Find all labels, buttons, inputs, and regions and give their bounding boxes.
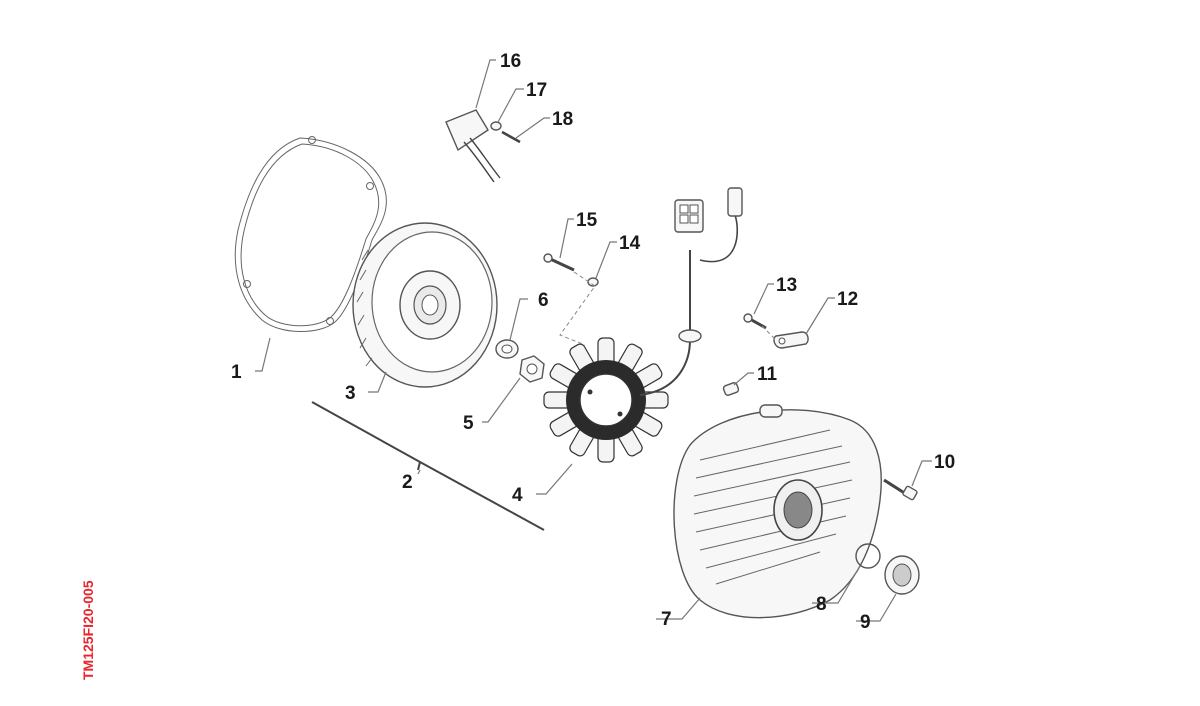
callout-8: 8 bbox=[816, 594, 827, 615]
part-plug bbox=[884, 555, 920, 595]
part-o-ring bbox=[855, 543, 881, 569]
callout-14: 14 bbox=[619, 233, 641, 254]
callout-2: 2 bbox=[402, 472, 413, 493]
part-screw-15 bbox=[543, 253, 575, 272]
part-washer-17 bbox=[490, 121, 502, 131]
part-screw-13 bbox=[743, 313, 767, 330]
part-pickup bbox=[445, 109, 501, 183]
callout-10: 10 bbox=[934, 452, 955, 473]
part-washer-14 bbox=[587, 277, 599, 287]
callout-13: 13 bbox=[776, 275, 797, 296]
part-screw-18 bbox=[501, 130, 521, 144]
callout-16: 16 bbox=[500, 51, 521, 72]
callout-6: 6 bbox=[538, 290, 549, 311]
callout-5: 5 bbox=[463, 413, 474, 434]
callout-9: 9 bbox=[860, 612, 871, 633]
part-screw-10 bbox=[883, 478, 918, 501]
part-dowel bbox=[722, 382, 740, 396]
callout-15: 15 bbox=[576, 210, 598, 231]
part-flywheel bbox=[352, 222, 498, 388]
drawing-code: TM125FI20-005 bbox=[80, 580, 96, 680]
part-nut bbox=[519, 355, 545, 383]
part-stator-wiring bbox=[639, 187, 743, 396]
callout-17: 17 bbox=[526, 80, 547, 101]
leader-lines bbox=[255, 59, 932, 622]
kit-bracket bbox=[311, 401, 545, 531]
callout-1: 1 bbox=[231, 362, 242, 383]
part-clamp bbox=[773, 331, 809, 349]
assembly-guides bbox=[559, 271, 777, 346]
callout-labels: 1 2 3 4 5 6 7 8 9 10 11 12 13 14 15 16 1… bbox=[231, 51, 955, 633]
part-gasket bbox=[234, 136, 387, 332]
callout-3: 3 bbox=[345, 383, 356, 404]
callout-18: 18 bbox=[552, 109, 573, 130]
part-cover bbox=[673, 404, 882, 619]
part-washer bbox=[495, 339, 519, 359]
callout-12: 12 bbox=[837, 289, 858, 310]
callout-4: 4 bbox=[512, 485, 523, 506]
callout-11: 11 bbox=[757, 364, 778, 385]
part-stator bbox=[543, 337, 669, 463]
callout-7: 7 bbox=[661, 609, 672, 630]
